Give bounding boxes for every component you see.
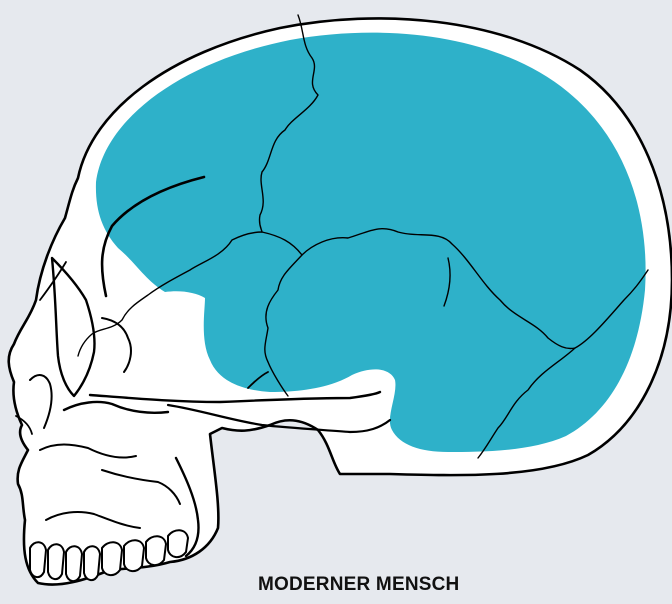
tooth bbox=[124, 540, 144, 571]
skull-caption: MODERNER MENSCH bbox=[258, 574, 459, 596]
tooth bbox=[84, 546, 100, 580]
tooth bbox=[48, 544, 64, 579]
tooth bbox=[168, 530, 188, 557]
tooth bbox=[146, 536, 166, 565]
tooth bbox=[30, 542, 46, 577]
tooth bbox=[102, 542, 122, 575]
tooth bbox=[66, 546, 82, 581]
